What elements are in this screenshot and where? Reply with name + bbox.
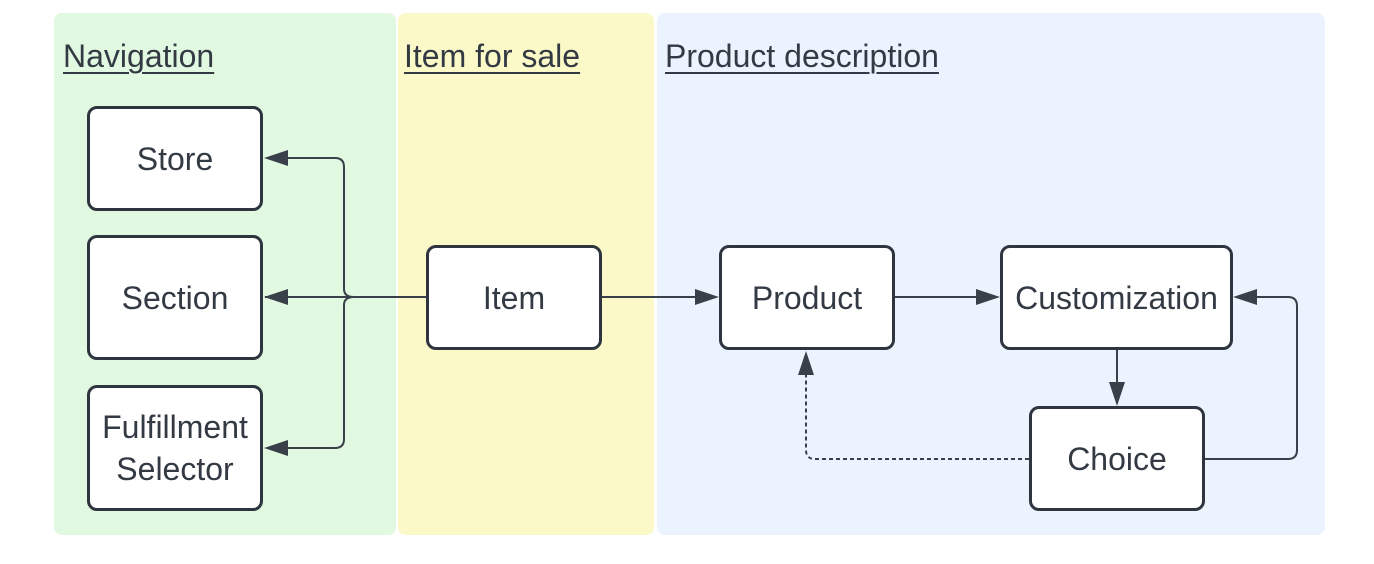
edge-item-to-store [285,157,355,298]
fulfillment-selector-node[interactable]: Fulfillment Selector [87,385,263,511]
section-node[interactable]: Section [87,235,263,360]
arrowhead-to-fulfillment-selector [264,440,288,456]
arrowhead-choice-to-customization [1233,289,1257,305]
arrowhead-to-customization [976,289,1000,305]
choice-node-label: Choice [1067,440,1167,477]
product-node-label: Product [751,279,863,316]
arrowhead-to-section [264,289,288,305]
arrowhead-choice-to-product [798,351,814,375]
customization-node-label: Customization [1015,279,1218,316]
arrowhead-to-product [695,289,719,305]
navigation-lane-title: Navigation [63,38,215,74]
arrowhead-to-store [264,150,288,166]
fulfillment-selector-label-line1: Fulfillment [102,409,248,445]
store-node[interactable]: Store [87,106,263,211]
choice-node[interactable]: Choice [1029,406,1205,511]
item-for-sale-lane-title: Item for sale [404,38,581,74]
fulfillment-selector-label-line2: Selector [116,451,234,487]
arrowhead-to-choice [1109,382,1125,406]
product-description-lane-title: Product description [665,38,939,74]
edge-choice-to-product-dashed [805,372,1029,460]
item-node[interactable]: Item [426,245,602,350]
edge-item-to-fulfillment-selector [285,296,355,449]
store-node-label: Store [136,140,214,177]
customization-node[interactable]: Customization [1000,245,1233,350]
section-node-label: Section [121,279,229,316]
item-node-label: Item [482,279,546,316]
edge-choice-to-customization [1205,296,1298,460]
product-node[interactable]: Product [719,245,895,350]
